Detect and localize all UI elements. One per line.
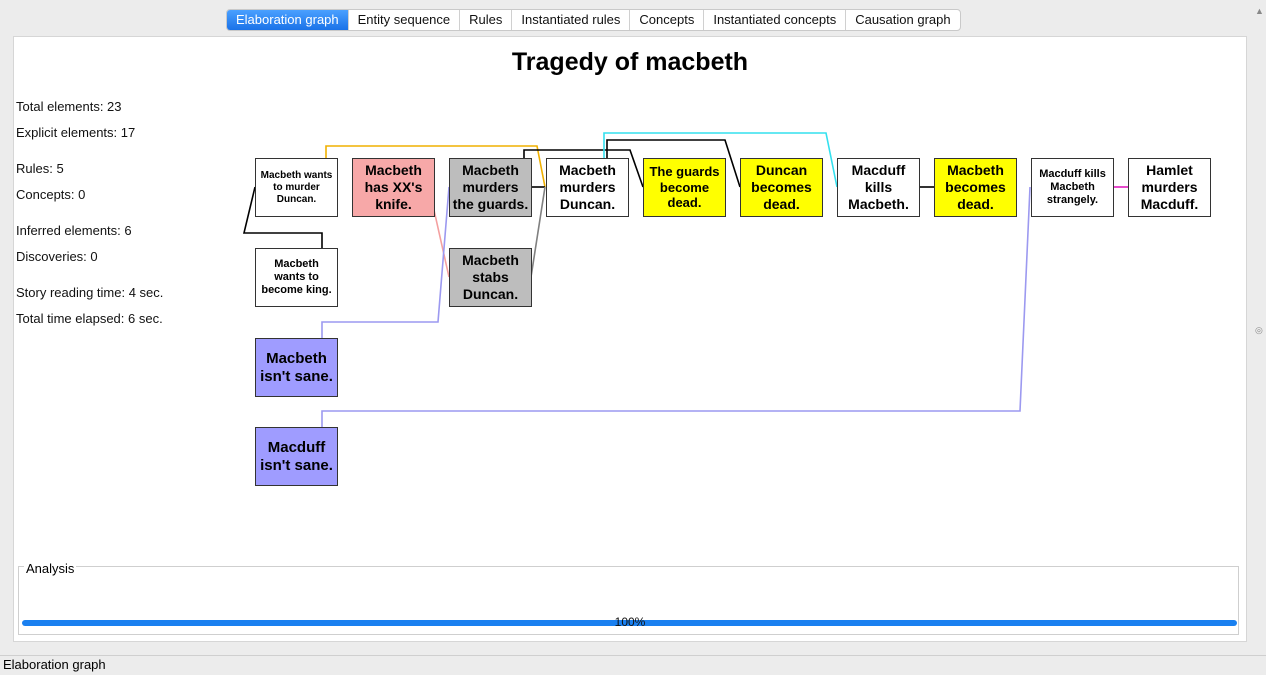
tab-elaboration-graph[interactable]: Elaboration graph [227, 10, 349, 30]
stat-explicit-elements: Explicit elements: 17 [16, 125, 136, 140]
analysis-label: Analysis [24, 561, 77, 576]
tab-rules[interactable]: Rules [460, 10, 513, 30]
page-title: Tragedy of macbeth [511, 48, 749, 76]
edge-duncan-dead [606, 139, 741, 188]
node-wants-murder-duncan[interactable]: Macbeth wants to murder Duncan. [255, 158, 338, 217]
stat-total-elements: Total elements: 23 [16, 99, 122, 114]
edge-murders-to-macduff [603, 132, 838, 188]
edge-guards-dead [523, 149, 644, 188]
node-murders-duncan[interactable]: Macbeth murders Duncan. [546, 158, 629, 217]
edge-stabs-to-murders [530, 186, 546, 278]
tab-instantiated-rules[interactable]: Instantiated rules [512, 10, 631, 30]
edge-king-to-murder [242, 186, 323, 248]
tab-causation-graph[interactable]: Causation graph [855, 12, 951, 27]
edge-sane-to-guards [321, 186, 450, 338]
node-macduff-insane[interactable]: Macduff isn't sane. [255, 427, 338, 486]
stat-inferred-elements: Inferred elements: 6 [16, 223, 132, 238]
elaboration-graph-edges [242, 132, 1128, 427]
node-has-knife[interactable]: Macbeth has XX's knife. [352, 158, 435, 217]
graph-panel [13, 36, 1247, 642]
stat-discoveries: Discoveries: 0 [16, 249, 98, 264]
stat-concepts: Concepts: 0 [16, 187, 86, 202]
edge-want-murder-to-murders [325, 145, 546, 188]
node-macbeth-insane[interactable]: Macbeth isn't sane. [255, 338, 338, 397]
tab-instantiated-concepts[interactable]: Instantiated concepts [704, 10, 847, 30]
node-wants-become-king[interactable]: Macbeth wants to become king. [255, 248, 338, 307]
tab-entity-sequence[interactable]: Entity sequence [349, 10, 461, 30]
node-macbeth-dead[interactable]: Macbeth becomes dead. [934, 158, 1017, 217]
node-murders-guards[interactable]: Macbeth murders the guards. [449, 158, 532, 217]
node-stabs-duncan[interactable]: Macbeth stabs Duncan. [449, 248, 532, 307]
node-hamlet-murders[interactable]: Hamlet murders Macduff. [1128, 158, 1211, 217]
status-bar: Elaboration graph [0, 655, 1266, 675]
edge-knife-to-stabs [433, 209, 450, 278]
analysis-progress-text: 100% [614, 615, 646, 629]
stat-time-elapsed: Total time elapsed: 6 sec. [16, 311, 163, 326]
node-duncan-dead[interactable]: Duncan becomes dead. [740, 158, 823, 217]
scroll-up-icon[interactable]: ▲ [1255, 6, 1264, 16]
node-macduff-kills[interactable]: Macduff kills Macbeth. [837, 158, 920, 217]
node-guards-dead[interactable]: The guards become dead. [643, 158, 726, 217]
stat-reading-time: Story reading time: 4 sec. [16, 285, 164, 300]
analysis-progress-bar [22, 620, 1237, 626]
resize-handle-icon[interactable]: ◎ [1255, 325, 1263, 335]
stat-rules: Rules: 5 [16, 161, 64, 176]
tab-bar: Elaboration graph Entity sequence Rules … [226, 9, 961, 31]
edge-macduff-sane-to-strangely [321, 186, 1031, 427]
tab-concepts[interactable]: Concepts [630, 10, 705, 30]
analysis-group [18, 566, 1239, 635]
node-kills-strangely[interactable]: Macduff kills Macbeth strangely. [1031, 158, 1114, 217]
